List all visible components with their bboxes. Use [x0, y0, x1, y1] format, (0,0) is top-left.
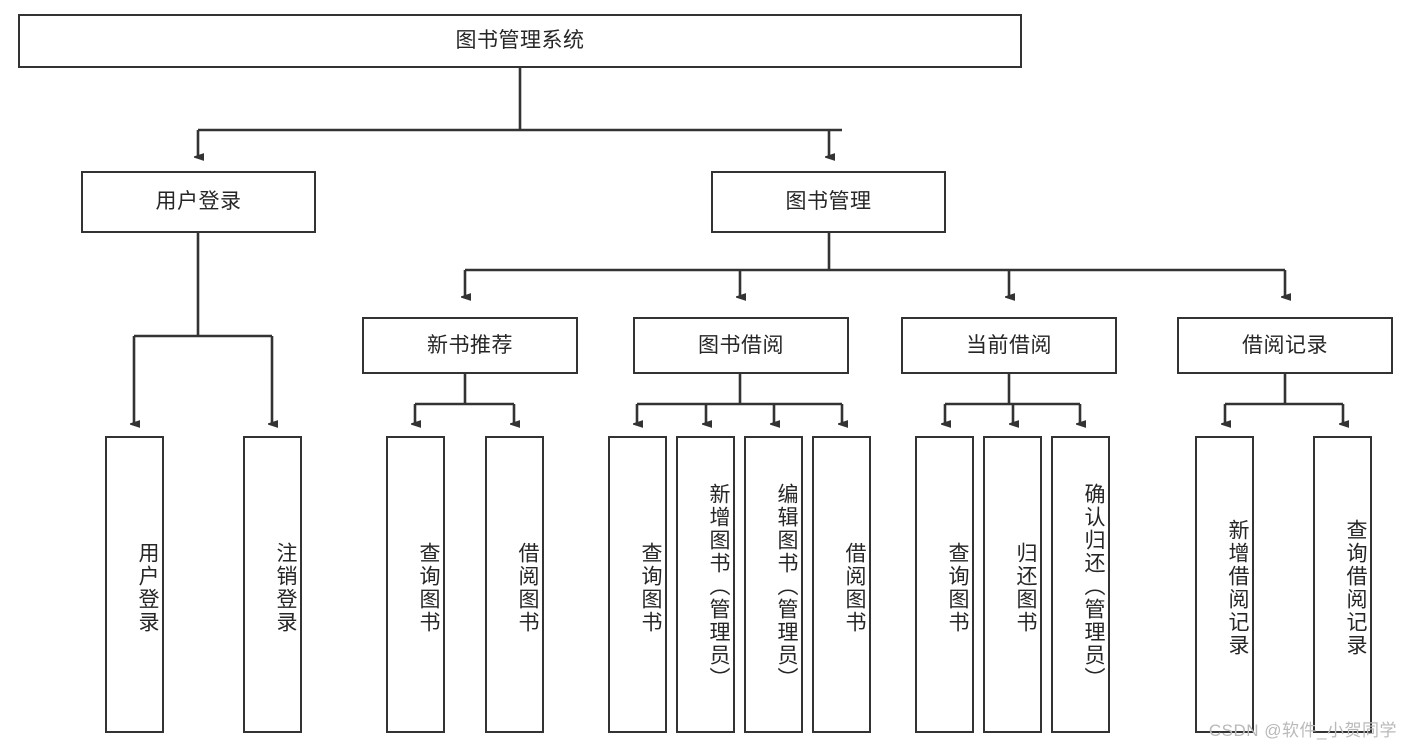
leaf-return-book[interactable]: 归还图书 — [983, 436, 1042, 733]
leaf-borrow-book-1[interactable]: 借阅图书 — [485, 436, 544, 733]
leaf-confirm-return[interactable]: 确认归还（管理员） — [1051, 436, 1110, 733]
leaf-query-book-2-label: 查询图书 — [639, 541, 662, 634]
leaf-query-book-3-label: 查询图书 — [946, 541, 969, 634]
node-book-manage[interactable]: 图书管理 — [711, 171, 946, 233]
node-borrow-record-label: 借阅记录 — [1242, 333, 1328, 357]
node-book-borrow-label: 图书借阅 — [698, 333, 784, 357]
node-user-login[interactable]: 用户登录 — [81, 171, 316, 233]
leaf-add-book-label: 新增图书（管理员） — [707, 483, 730, 690]
node-user-login-label: 用户登录 — [155, 190, 242, 214]
leaf-add-record[interactable]: 新增借阅记录 — [1195, 436, 1254, 733]
node-borrow-record[interactable]: 借阅记录 — [1177, 317, 1393, 374]
leaf-add-record-label: 新增借阅记录 — [1226, 518, 1249, 657]
leaf-query-book-3[interactable]: 查询图书 — [915, 436, 974, 733]
node-root[interactable]: 图书管理系统 — [18, 14, 1022, 68]
node-current-borrow-label: 当前借阅 — [966, 333, 1052, 357]
leaf-borrow-book-2[interactable]: 借阅图书 — [812, 436, 871, 733]
leaf-query-record[interactable]: 查询借阅记录 — [1313, 436, 1372, 733]
leaf-confirm-return-label: 确认归还（管理员） — [1082, 483, 1105, 690]
node-root-label: 图书管理系统 — [455, 29, 585, 53]
leaf-user-logout[interactable]: 注销登录 — [243, 436, 302, 733]
node-book-manage-label: 图书管理 — [785, 190, 872, 214]
leaf-query-book-1-label: 查询图书 — [417, 541, 440, 634]
leaf-user-login[interactable]: 用户登录 — [105, 436, 164, 733]
node-book-borrow[interactable]: 图书借阅 — [633, 317, 849, 374]
leaf-add-book[interactable]: 新增图书（管理员） — [676, 436, 735, 733]
node-new-book-recommend[interactable]: 新书推荐 — [362, 317, 578, 374]
leaf-user-login-label: 用户登录 — [136, 541, 159, 634]
leaf-borrow-book-1-label: 借阅图书 — [516, 541, 539, 634]
leaf-query-book-2[interactable]: 查询图书 — [608, 436, 667, 733]
node-new-book-recommend-label: 新书推荐 — [427, 333, 513, 357]
leaf-user-logout-label: 注销登录 — [274, 541, 297, 634]
leaf-query-book-1[interactable]: 查询图书 — [386, 436, 445, 733]
leaf-edit-book-label: 编辑图书（管理员） — [775, 483, 798, 690]
leaf-borrow-book-2-label: 借阅图书 — [843, 541, 866, 634]
csdn-watermark: CSDN @软件_小贺同学 — [1208, 721, 1397, 740]
leaf-edit-book[interactable]: 编辑图书（管理员） — [744, 436, 803, 733]
leaf-return-book-label: 归还图书 — [1014, 541, 1037, 634]
node-current-borrow[interactable]: 当前借阅 — [901, 317, 1117, 374]
leaf-query-record-label: 查询借阅记录 — [1344, 518, 1367, 657]
